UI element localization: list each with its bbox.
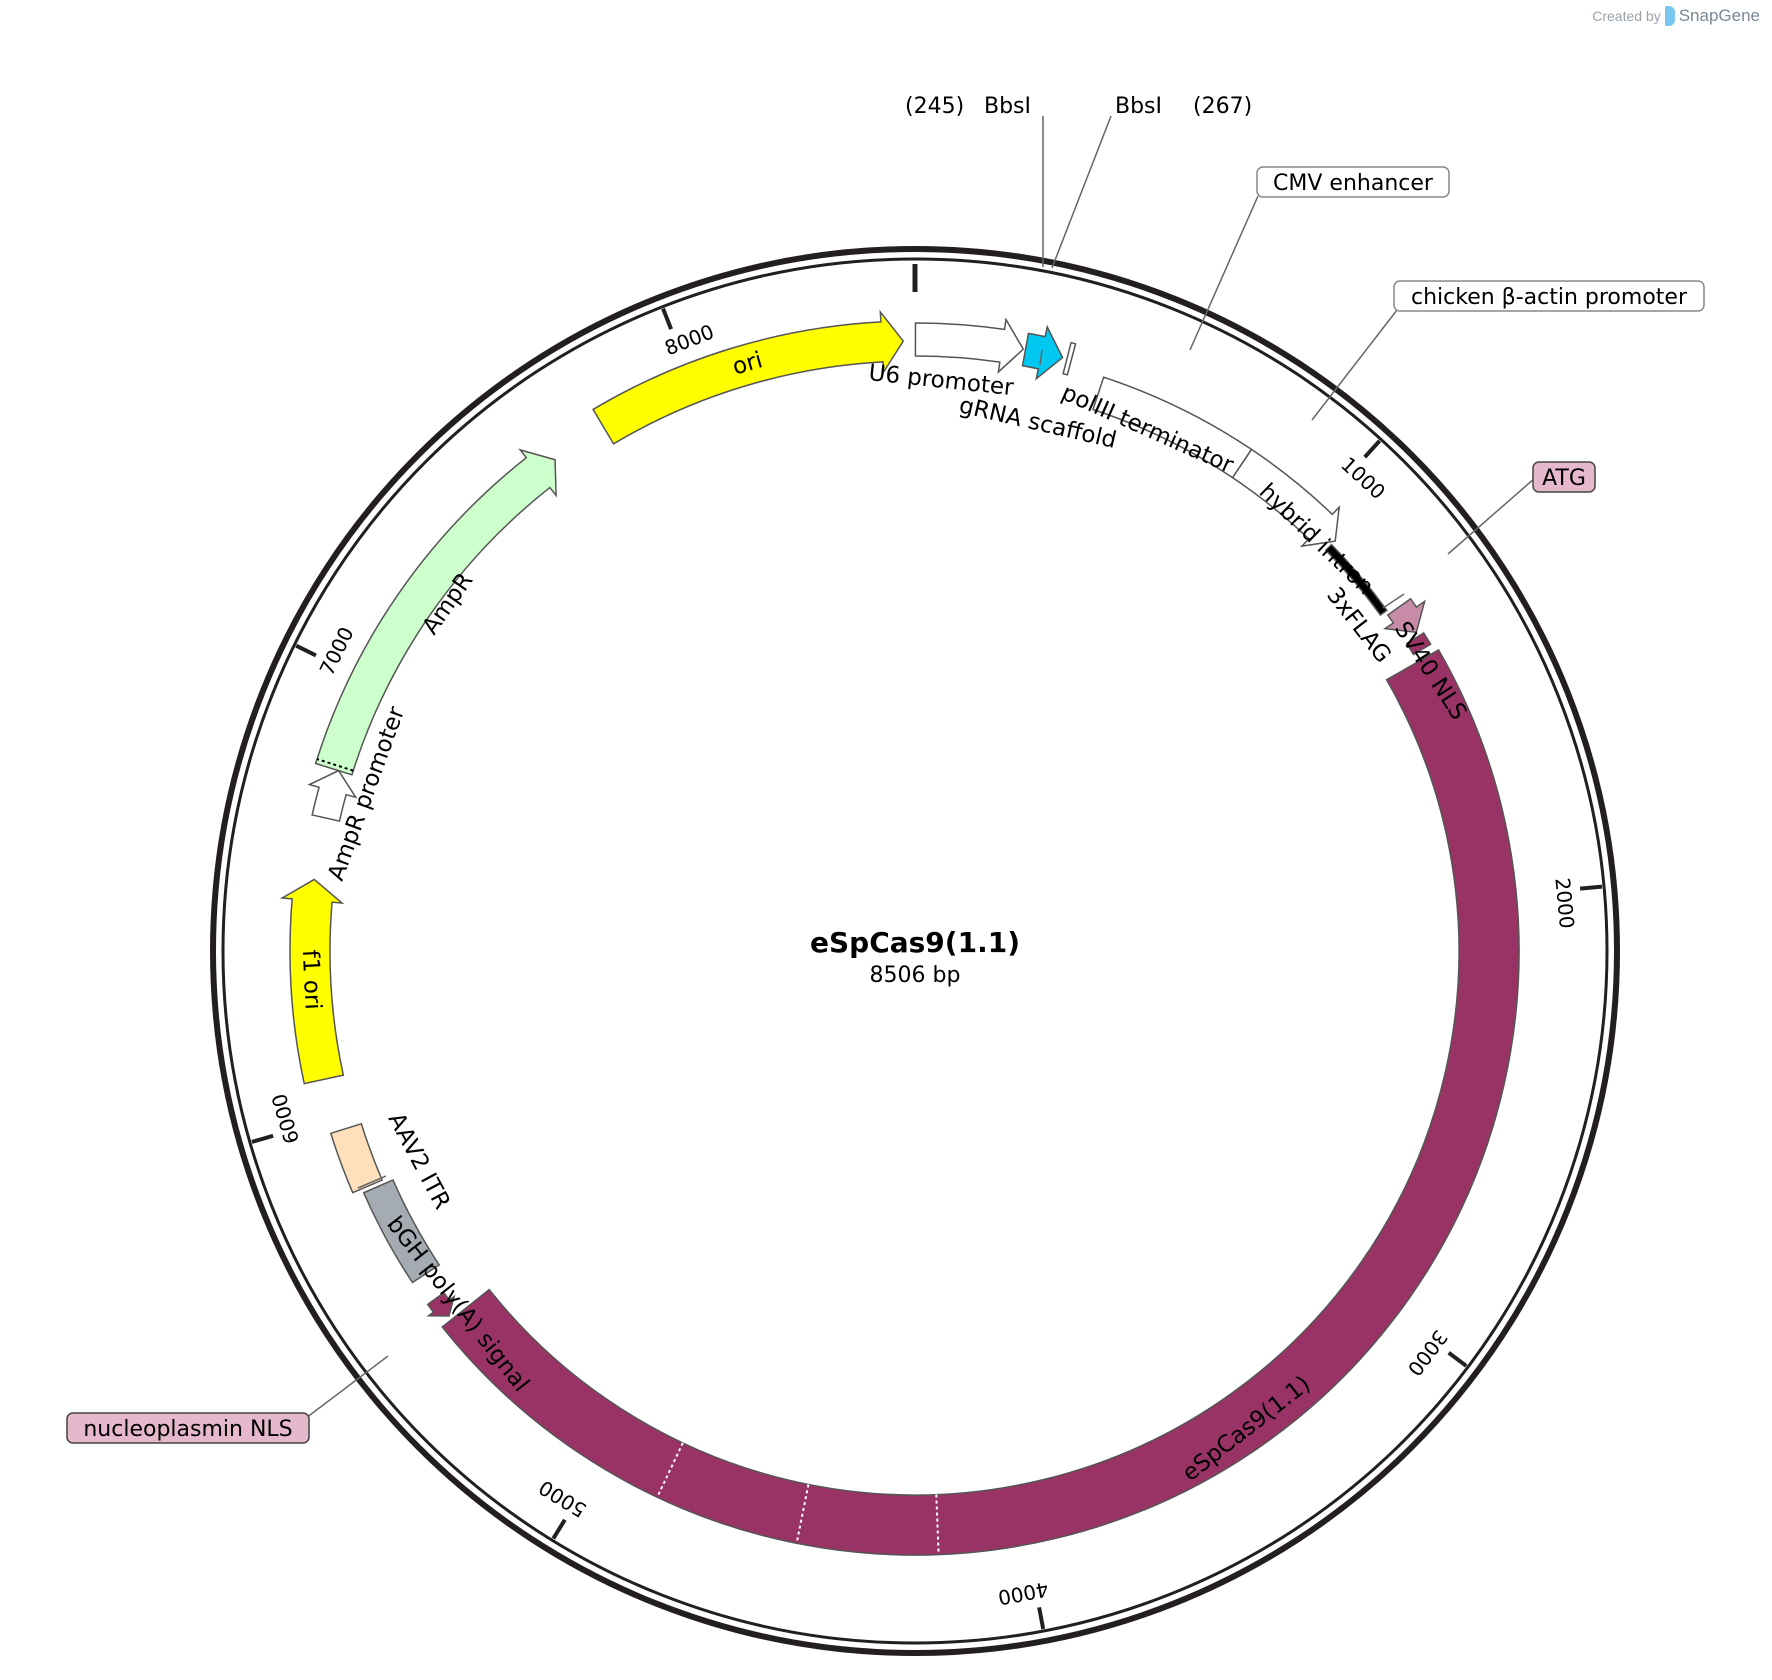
plasmid-name: eSpCas9(1.1) bbox=[810, 926, 1020, 959]
feature-divider bbox=[935, 1494, 940, 1555]
plasmid-length: 8506 bp bbox=[870, 963, 961, 988]
feature-actin bbox=[1231, 448, 1341, 548]
tick-1000 bbox=[1363, 439, 1382, 459]
feature-bgh bbox=[362, 1178, 441, 1284]
label-bgh-polya: bGH poly(A) signal bbox=[381, 1212, 534, 1397]
bbsi-267-name: BbsI bbox=[1115, 94, 1162, 119]
feature-cas9 bbox=[441, 648, 1520, 1556]
backbone-inner-ring bbox=[221, 257, 1609, 1645]
tick-6000 bbox=[251, 1133, 274, 1144]
feature-intron bbox=[1324, 543, 1388, 617]
bbsi-267-position: (267) bbox=[1193, 94, 1252, 119]
feature-poliii bbox=[1062, 341, 1077, 376]
feature-divider bbox=[656, 1442, 684, 1498]
cmv-enhancer-callout: CMV enhancer bbox=[1273, 171, 1434, 196]
tick-2000 bbox=[1579, 884, 1603, 891]
atg-box bbox=[1532, 461, 1596, 493]
feature-f1 bbox=[279, 878, 345, 1085]
tick-3000 bbox=[1447, 1351, 1468, 1368]
nucleoplasmin-leader bbox=[305, 1355, 389, 1419]
tick-label-6000: 6000 bbox=[267, 1091, 304, 1147]
cmv-leader bbox=[1189, 195, 1259, 351]
feature-sv40 bbox=[1405, 631, 1432, 656]
tick-label-4000: 4000 bbox=[996, 1577, 1050, 1610]
feature-u6 bbox=[914, 317, 1025, 374]
label-f1-inside: f1 ori bbox=[297, 949, 326, 1010]
feature-divider bbox=[795, 1484, 810, 1544]
credit-prefix: Created by bbox=[1592, 8, 1661, 24]
tick-label-2000: 2000 bbox=[1550, 877, 1579, 930]
feature-ori bbox=[592, 309, 905, 445]
feature-ampr_p bbox=[307, 769, 358, 823]
snapgene-logo-icon bbox=[1664, 6, 1675, 26]
tick-5000 bbox=[551, 1518, 567, 1540]
leader-lines bbox=[305, 115, 1536, 1419]
bbsi-267-leader bbox=[1051, 115, 1112, 269]
tick-4000 bbox=[1037, 1606, 1046, 1630]
actin-promoter-callout: chicken β-actin promoter bbox=[1411, 285, 1688, 310]
nucleoplasmin-nls-box bbox=[66, 1412, 310, 1444]
tick-7000 bbox=[295, 643, 317, 658]
feature-grna bbox=[1021, 324, 1064, 381]
nucleoplasmin-nls-callout: nucleoplasmin NLS bbox=[83, 1417, 292, 1442]
itr-leader bbox=[357, 1175, 387, 1189]
bbsi-245-position: (245) bbox=[905, 94, 964, 119]
grna-leader bbox=[1039, 349, 1043, 366]
flag-leader bbox=[1382, 593, 1405, 609]
atg-callout: ATG bbox=[1542, 466, 1586, 491]
tick-label-3000: 3000 bbox=[1403, 1326, 1453, 1381]
snapgene-credit: Created by SnapGene bbox=[1592, 6, 1760, 26]
feature-np_nls bbox=[426, 1291, 456, 1317]
actin-leader bbox=[1311, 309, 1398, 421]
label-hybrid-intron: hybrid intron bbox=[1254, 479, 1379, 601]
label-u6-promoter: U6 promoter bbox=[867, 360, 1015, 401]
cmv-enhancer-box bbox=[1256, 166, 1450, 198]
actin-promoter-box bbox=[1393, 280, 1705, 312]
feature-ampr bbox=[314, 448, 557, 776]
feature-flag bbox=[1382, 597, 1426, 634]
tick-label-1000: 1000 bbox=[1336, 452, 1390, 504]
tick-label-7000: 7000 bbox=[315, 623, 359, 679]
atg-leader bbox=[1447, 477, 1536, 555]
bbsi-245-name: BbsI bbox=[984, 94, 1031, 119]
feature-divider bbox=[316, 758, 354, 772]
backbone-outer-ring bbox=[210, 246, 1620, 1656]
credit-brand: SnapGene bbox=[1678, 6, 1760, 25]
tick-8000 bbox=[661, 307, 673, 330]
feature-itr bbox=[329, 1122, 384, 1194]
tick-label-5000: 5000 bbox=[535, 1475, 591, 1522]
